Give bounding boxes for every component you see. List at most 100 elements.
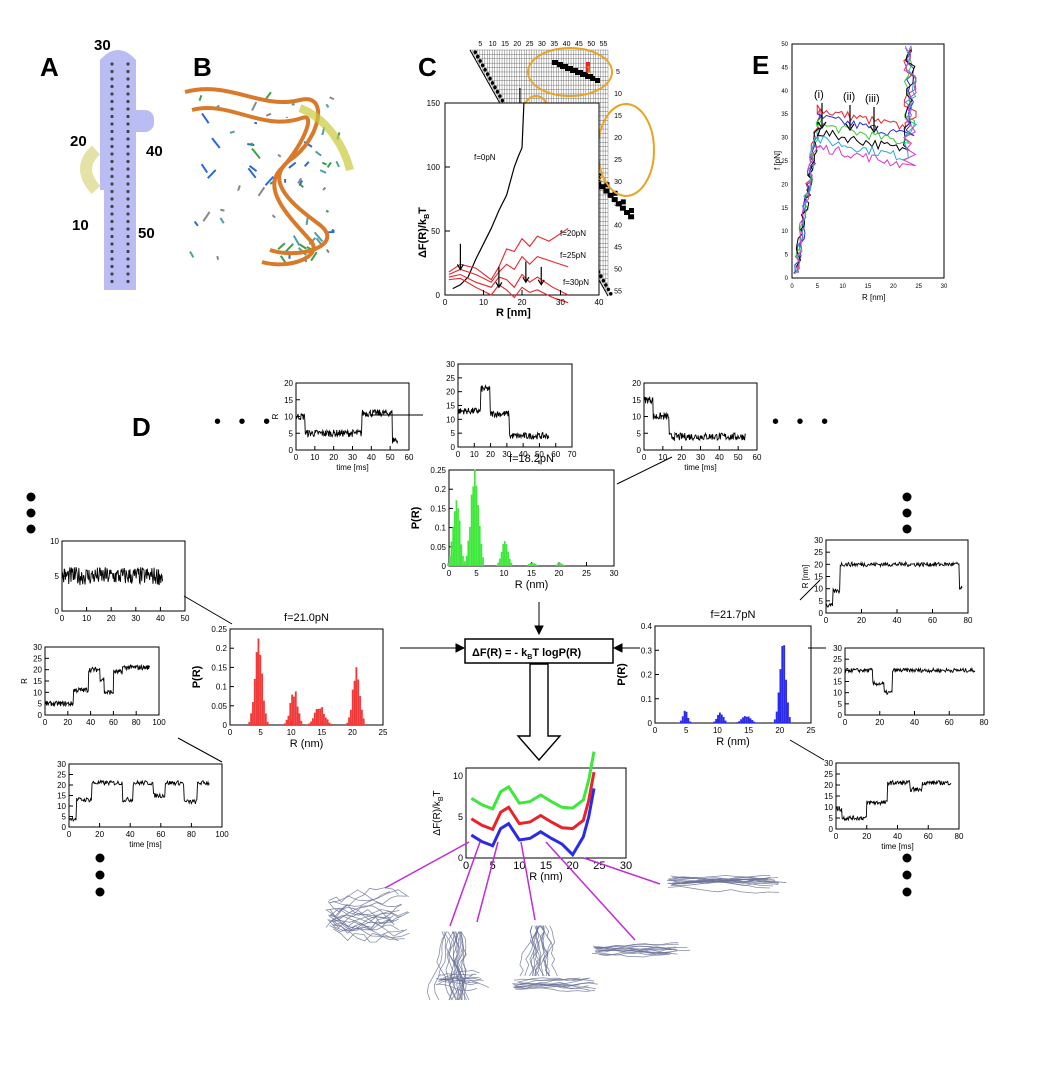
- base-pair-rung: [321, 161, 327, 166]
- snapshot-state-3: [524, 925, 537, 977]
- nucleotide-dot: [110, 234, 114, 239]
- snapshot-state-2: [456, 931, 464, 1001]
- hist-red-bar: [264, 713, 267, 725]
- snapshot-state-3: [544, 925, 558, 977]
- arrow-label-ii: (ii): [843, 91, 855, 103]
- trace-top-left-xtick: 20: [329, 453, 338, 462]
- snapshot-state-2-tail: [438, 978, 482, 983]
- trace-right-1-ytick: 30: [814, 536, 823, 545]
- force-extension-ylabel: f [pN]: [773, 151, 782, 170]
- force-extension-xlabel: R [nm]: [862, 293, 886, 302]
- connector-line: [476, 841, 499, 923]
- snapshot-state-2: [433, 931, 447, 1001]
- yellow-domain: [298, 104, 354, 172]
- trace-top-right-xtick: 40: [715, 453, 724, 462]
- nucleotide-dot: [126, 129, 130, 134]
- trace-right-1-ytick: 20: [814, 560, 823, 569]
- hist-blue-ytick: 0.4: [641, 622, 653, 631]
- nucleotide-dot: [110, 242, 114, 246]
- base-pair-rung: [279, 255, 287, 264]
- hist-green-bar: [449, 555, 451, 566]
- snapshot-folded: [328, 889, 410, 903]
- diagonal-contact: [478, 59, 482, 63]
- snapshot-state-2-tail: [443, 980, 489, 988]
- hist-blue-bar: [740, 719, 743, 723]
- trace-left-1-xtick: 50: [181, 614, 190, 623]
- trace-top-left-ytick: 20: [284, 379, 293, 388]
- ellipsis-top-right: • • •: [772, 411, 834, 433]
- connector-line: [449, 841, 481, 927]
- trace-right-1-frame: [825, 539, 969, 614]
- hairpin-label-10: 10: [72, 217, 89, 234]
- trace-top-mid-xtick: 70: [568, 450, 577, 459]
- hist-green-bar: [528, 563, 530, 566]
- hist-green-bar: [457, 508, 459, 566]
- trace-top-right-xtick: 20: [677, 453, 686, 462]
- hist-red-xtick: 20: [348, 728, 357, 737]
- nucleotide-dot: [126, 159, 130, 164]
- snapshot-folded: [327, 914, 400, 931]
- hist-green-bar: [531, 562, 534, 566]
- inset-ytick: 50: [431, 227, 440, 236]
- nucleotide-dot: [110, 167, 114, 171]
- hist-red-bar: [293, 696, 295, 725]
- force-extension-ytick: 5: [785, 253, 789, 259]
- base-pair-rung: [248, 165, 258, 172]
- trace-left-3-xtick: 0: [67, 830, 72, 839]
- snapshot-folded: [325, 905, 391, 928]
- nucleotide-dot: [126, 77, 130, 81]
- trace-top-mid-trace: [457, 384, 550, 440]
- stem-contact: [599, 184, 606, 190]
- trace-right-2-xtick: 60: [945, 718, 954, 727]
- trace-left-3-xtick: 60: [156, 830, 165, 839]
- hist-green-bar: [499, 558, 501, 566]
- trace-top-left-ytick: 10: [284, 413, 293, 422]
- nucleotide-dot: [110, 182, 114, 186]
- nucleotide-dot: [110, 174, 114, 179]
- hist-blue-bar: [738, 721, 741, 723]
- hist-green-bar: [474, 469, 476, 566]
- hist-green-ytick: 0.05: [430, 543, 446, 552]
- inset-arrow-head: [456, 264, 464, 271]
- hist-red-bar: [346, 722, 349, 725]
- trace-right-2-trace: [844, 666, 976, 695]
- force-extension-ytick: 40: [781, 89, 788, 95]
- inset-ytick: 100: [427, 163, 441, 172]
- nucleotide-dot: [126, 152, 130, 156]
- diagonal-contact: [475, 54, 480, 59]
- trace-right-2-ytick: 20: [833, 666, 842, 675]
- snapshot-folded: [326, 906, 400, 918]
- nucleotide-dot: [126, 204, 130, 209]
- hist-blue-bar: [681, 716, 684, 723]
- contact-region-label-1: 1: [586, 65, 592, 76]
- hist-red-bar: [348, 717, 350, 725]
- arrow-label-iii: (iii): [865, 93, 880, 105]
- base-pair-rung: [314, 150, 322, 157]
- trace-top-right-ytick: 5: [637, 429, 642, 438]
- nucleotide-dot: [126, 122, 130, 126]
- hairpin-bulge-left: [80, 145, 101, 195]
- trace-top-right-xtick: 30: [696, 453, 705, 462]
- flow-arrows: [177, 414, 826, 763]
- hist-red-bar: [291, 694, 294, 725]
- curve-force: [448, 273, 569, 296]
- hairpin-diagram: 30 20 40 10 50: [70, 37, 163, 290]
- trace-top-right-xtick: 10: [658, 453, 667, 462]
- snapshot-folded: [331, 911, 410, 921]
- hist-blue-bar: [717, 714, 719, 723]
- diagonal-contact: [485, 72, 490, 76]
- snapshot-state-2: [453, 931, 463, 1001]
- nucleotide-dot: [126, 144, 130, 149]
- trace-left-3-xtick: 40: [126, 830, 135, 839]
- hist-blue-bar: [779, 669, 782, 723]
- trace-right-2-frame: [844, 647, 985, 716]
- base-pair-rung: [250, 142, 254, 146]
- stem-contact: [603, 188, 610, 194]
- trace-right-2-ytick: 10: [833, 689, 842, 698]
- free-energy-xlabel: R (nm): [529, 871, 563, 883]
- panel-label-e: E: [752, 50, 769, 80]
- snapshot-state-2: [443, 931, 456, 1001]
- trace-top-right-xtick: 60: [753, 453, 762, 462]
- trace-left-3-xlabel: time [ms]: [129, 840, 161, 849]
